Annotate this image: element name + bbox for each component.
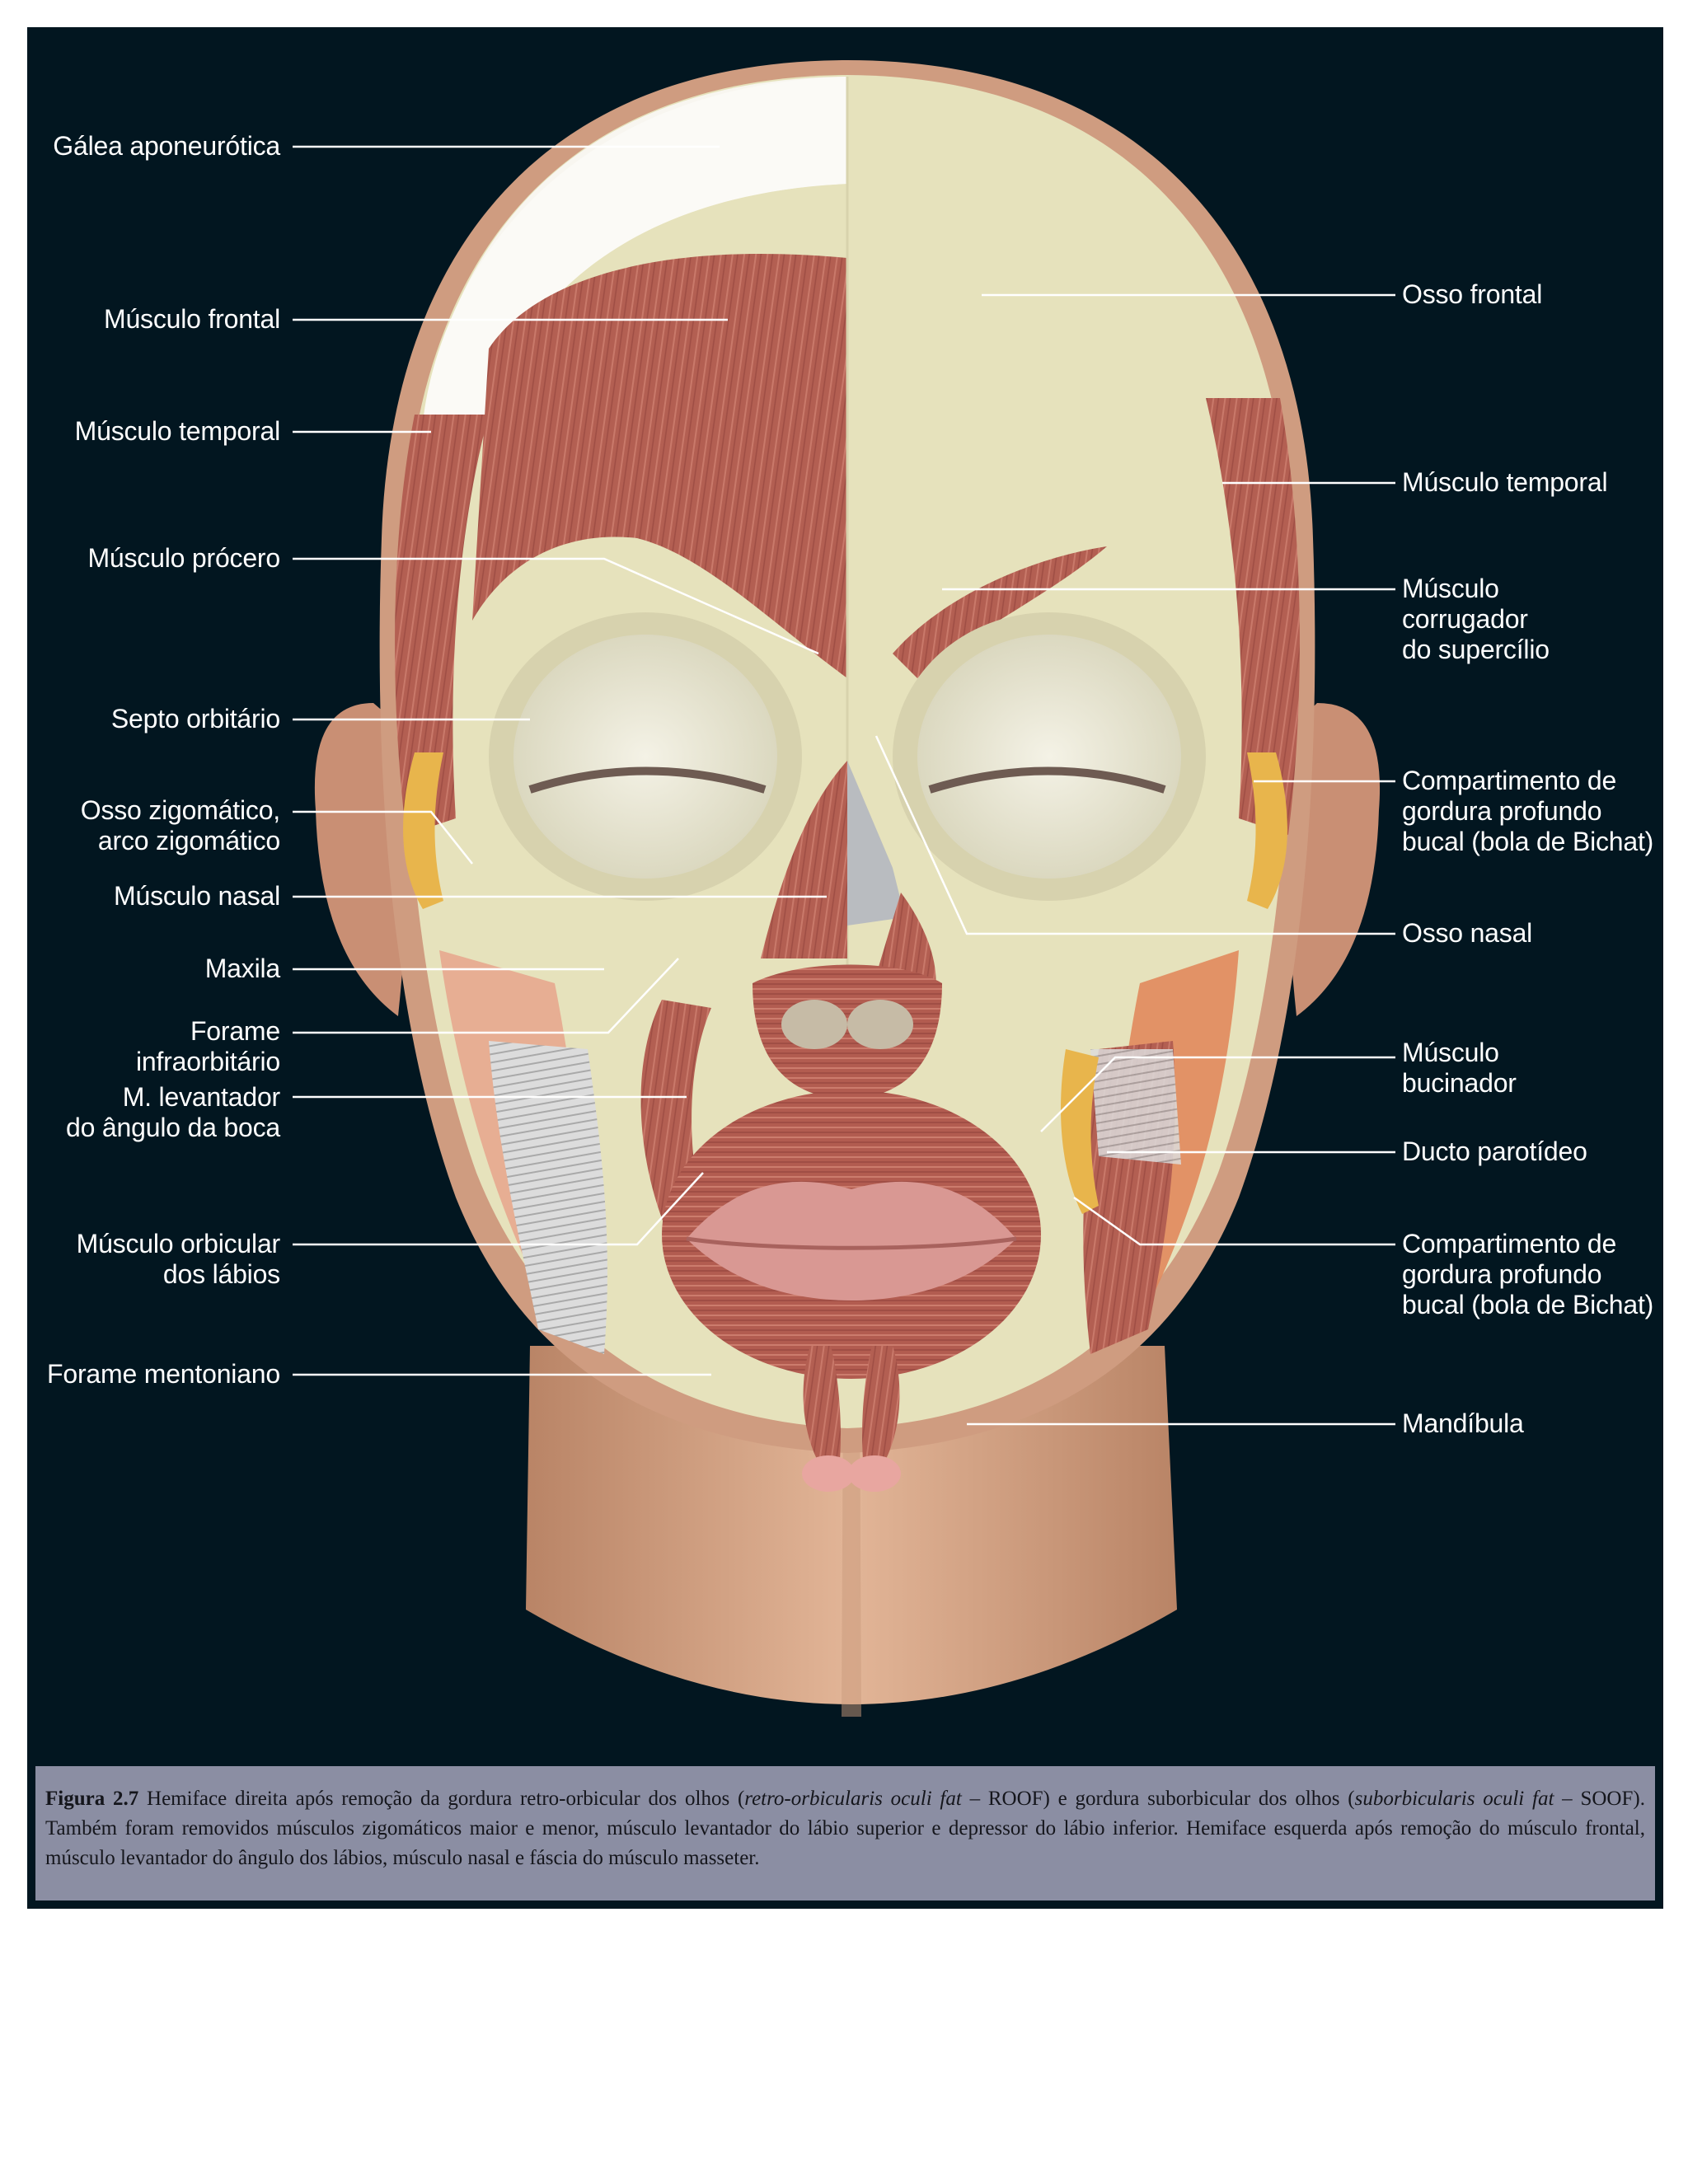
label-forame-mentoniano: Forame mentoniano <box>47 1359 280 1389</box>
figure-caption: Figura 2.7 Hemiface direita após remoção… <box>35 1766 1655 1900</box>
label-ducto-parotideo: Ducto parotídeo <box>1402 1137 1587 1166</box>
label-musculo-frontal: Músculo frontal <box>104 304 280 334</box>
leader-lines <box>293 145 1395 1426</box>
label-osso-frontal: Osso frontal <box>1402 279 1543 309</box>
face-illustration <box>293 60 1395 1717</box>
label-galea-aponeurotica: Gálea aponeurótica <box>53 131 280 161</box>
label-musculo-temporal-right: Músculo temporal <box>1402 467 1608 497</box>
label-musculo-nasal: Músculo nasal <box>114 881 280 911</box>
label-musculo-temporal-left: Músculo temporal <box>74 416 281 446</box>
label-septo-orbitario: Septo orbitário <box>110 704 280 733</box>
label-osso-nasal: Osso nasal <box>1402 918 1533 948</box>
label-musculo-procero: Músculo prócero <box>87 543 280 573</box>
label-mandibula: Mandíbula <box>1402 1408 1524 1438</box>
label-osso-zigomatico: Osso zigomático,arco zigomático <box>80 795 280 855</box>
figure-number: Figura 2.7 <box>45 1788 139 1810</box>
label-maxila: Maxila <box>204 954 280 983</box>
anatomy-figure: Gálea aponeurótica Músculo frontal Múscu… <box>27 27 1663 1909</box>
